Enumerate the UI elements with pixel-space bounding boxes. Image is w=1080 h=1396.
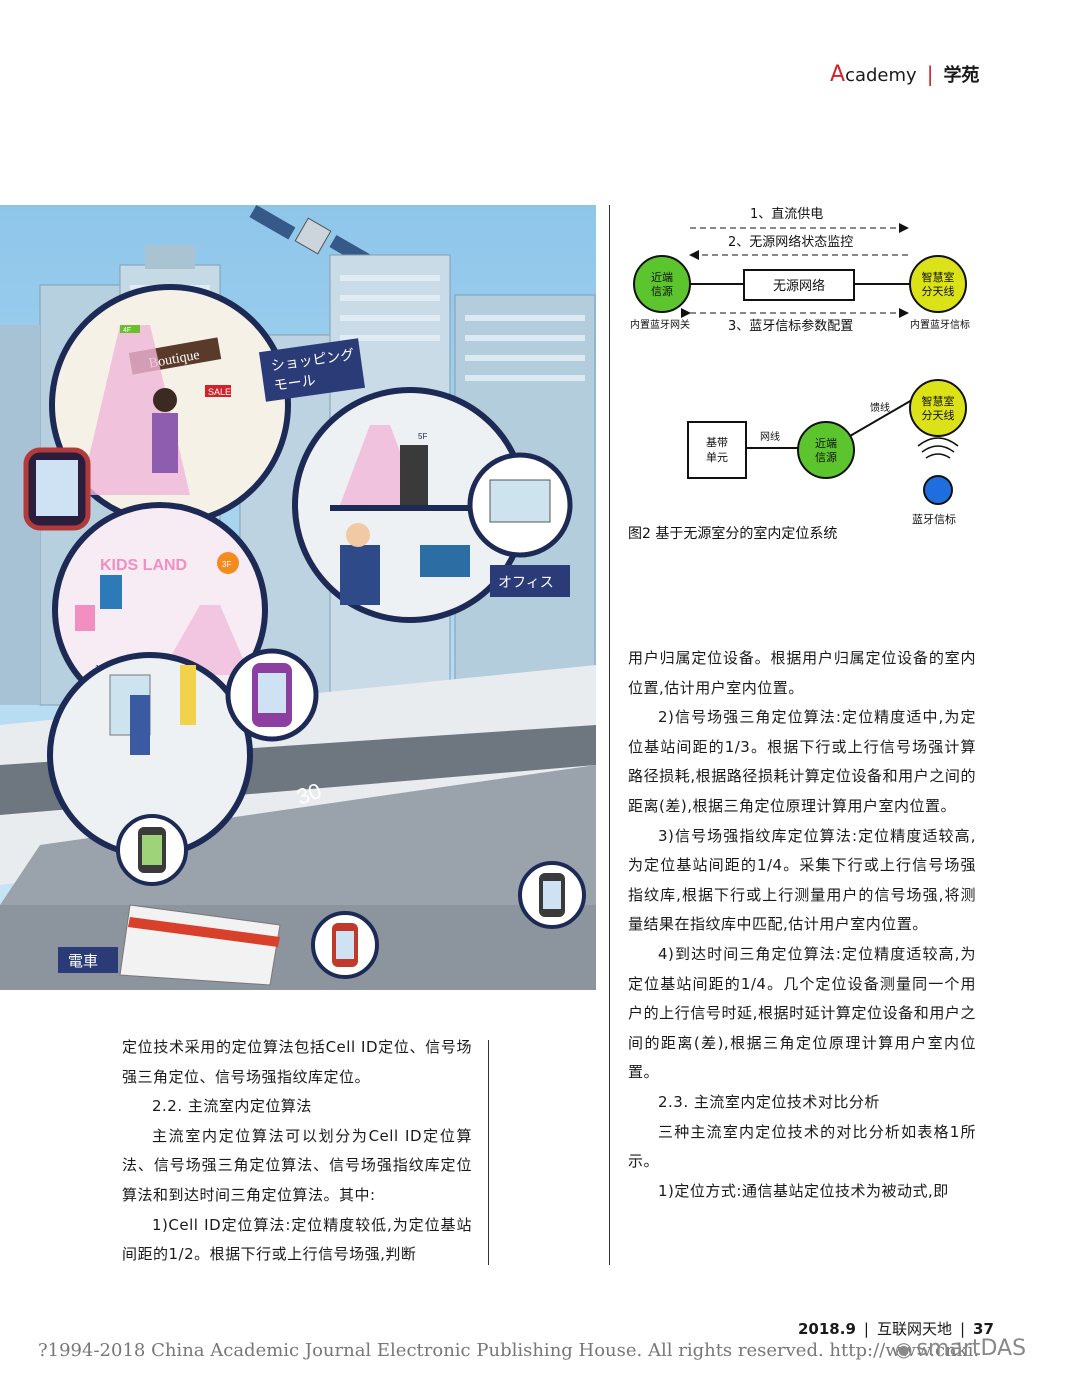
svg-text:无源网络: 无源网络 bbox=[773, 278, 825, 294]
watermark: ◉ smartDAS bbox=[895, 1336, 1027, 1361]
phone-icon bbox=[116, 814, 188, 886]
phone-icon bbox=[518, 861, 586, 929]
signal-waves-icon bbox=[917, 437, 959, 459]
svg-text:智慧室: 智慧室 bbox=[922, 394, 955, 408]
office-bubble: オフィス 5F bbox=[292, 387, 570, 623]
svg-text:モール: モール bbox=[273, 373, 317, 395]
bluetooth-beacon-node bbox=[923, 475, 953, 505]
figure-2-diagram: 1、直流供电 2、无源网络状态监控 近端 信源 无源网络 智慧室 分天线 内置蓝… bbox=[620, 200, 990, 555]
train-label-tag: 電車 bbox=[58, 947, 118, 973]
svg-text:信源: 信源 bbox=[651, 284, 673, 298]
phone-icon bbox=[311, 911, 379, 979]
page-footer: 2018.9 | 互联网天地 | 37 bbox=[798, 1318, 994, 1339]
paragraph: 4)到达时间三角定位算法:定位精度适较高,为定位基站间距的1/4。几个定位设备测… bbox=[628, 944, 976, 1082]
feeder-line bbox=[849, 399, 913, 437]
paragraph: 三种主流室内定位技术的对比分析如表格1所示。 bbox=[628, 1122, 976, 1171]
svg-text:近端: 近端 bbox=[815, 437, 837, 450]
column-divider bbox=[488, 1040, 489, 1265]
paragraph: 2)信号场强三角定位算法:定位精度适中,为定位基站间距的1/3。根据下行或上行信… bbox=[628, 708, 976, 815]
svg-text:SALE: SALE bbox=[208, 387, 231, 397]
phone-icon bbox=[23, 447, 91, 531]
arrow-label-power: 1、直流供电 bbox=[750, 207, 823, 222]
near-end-source-node bbox=[633, 255, 691, 313]
baseband-unit-box bbox=[687, 421, 747, 479]
header-brand: Academy bbox=[830, 61, 917, 87]
smart-antenna-node bbox=[909, 255, 967, 313]
svg-text:1F: 1F bbox=[95, 664, 104, 673]
mall-label-tag: ショッピング モール bbox=[259, 338, 365, 402]
gateway-label: 内置蓝牙网关 bbox=[630, 318, 690, 331]
header-separator: | bbox=[926, 62, 934, 86]
paragraph: 用户归属定位设备。根据用户归属定位设备的室内位置,估计用户室内位置。 bbox=[628, 649, 976, 697]
svg-text:4F: 4F bbox=[123, 327, 131, 334]
footer-separator: | bbox=[863, 1319, 869, 1338]
monitor-bubble bbox=[467, 452, 573, 558]
svg-text:单元: 单元 bbox=[706, 451, 728, 464]
running-header: Academy | 学苑 bbox=[830, 58, 979, 90]
svg-text:基带: 基带 bbox=[706, 436, 728, 449]
city-illustration: 30 Boutique SALE 4F ショッピング モール bbox=[0, 205, 596, 990]
svg-text:3F: 3F bbox=[222, 560, 231, 569]
section-heading: 2.3. 主流室内定位技术对比分析 bbox=[658, 1092, 880, 1111]
issue-date: 2018.9 bbox=[798, 1319, 856, 1338]
svg-text:電車: 電車 bbox=[68, 952, 98, 970]
svg-text:KIDS LAND: KIDS LAND bbox=[100, 557, 187, 574]
svg-text:近端: 近端 bbox=[651, 271, 673, 284]
section-heading: 2.2. 主流室内定位算法 bbox=[152, 1097, 312, 1116]
header-section: 学苑 bbox=[943, 65, 980, 86]
phone-icon bbox=[225, 648, 319, 742]
mall-bubble: Boutique SALE 4F bbox=[49, 284, 291, 526]
arrow-label-monitor: 2、无源网络状态监控 bbox=[728, 234, 853, 250]
svg-text:智慧室: 智慧室 bbox=[922, 270, 955, 284]
ground-floor-bubble: 1F bbox=[47, 652, 253, 858]
copyright-notice: ?1994-2018 China Academic Journal Electr… bbox=[38, 1340, 980, 1361]
train bbox=[119, 904, 281, 986]
column-divider bbox=[609, 205, 610, 1265]
near-end-source-node bbox=[797, 421, 855, 479]
right-column-text: 用户归属定位设备。根据用户归属定位设备的室内位置,估计用户室内位置。 2)信号场… bbox=[628, 644, 976, 1206]
arrow-label-config: 3、蓝牙信标参数配置 bbox=[728, 318, 853, 334]
svg-text:分天线: 分天线 bbox=[922, 284, 955, 298]
paragraph: 1)定位方式:通信基站定位技术为被动式,即 bbox=[658, 1181, 949, 1200]
figure-caption: 图2 基于无源室分的室内定位系统 bbox=[628, 525, 837, 542]
left-column-text: 定位技术采用的定位算法包括Cell ID定位、信号场强三角定位、信号场强指纹库定… bbox=[122, 1033, 472, 1270]
paragraph: 1)Cell ID定位算法:定位精度较低,为定位基站间距的1/2。根据下行或上行… bbox=[122, 1215, 472, 1264]
paragraph: 定位技术采用的定位算法包括Cell ID定位、信号场强三角定位、信号场强指纹库定… bbox=[122, 1038, 472, 1086]
paragraph: 3)信号场强指纹库定位算法:定位精度适较高,为定位基站间距的1/4。采集下行或上… bbox=[628, 826, 976, 934]
wechat-icon: ◉ bbox=[895, 1336, 913, 1361]
page-number: 37 bbox=[973, 1319, 994, 1338]
smart-antenna-node bbox=[909, 379, 967, 437]
svg-text:分天线: 分天线 bbox=[922, 408, 955, 422]
footer-separator: | bbox=[959, 1319, 966, 1338]
paragraph: 主流室内定位算法可以划分为Cell ID定位算法、信号场强三角定位算法、信号场强… bbox=[122, 1126, 472, 1204]
svg-text:オフィス: オフィス bbox=[498, 575, 554, 591]
beacon-inner-label: 内置蓝牙信标 bbox=[910, 318, 970, 331]
svg-text:5F: 5F bbox=[418, 432, 427, 441]
journal-name: 互联网天地 bbox=[876, 1320, 952, 1338]
bluetooth-beacon-label: 蓝牙信标 bbox=[912, 512, 956, 526]
feeder-label: 馈线 bbox=[870, 401, 890, 414]
svg-text:信源: 信源 bbox=[815, 450, 837, 464]
network-cable-label: 网线 bbox=[760, 430, 780, 443]
